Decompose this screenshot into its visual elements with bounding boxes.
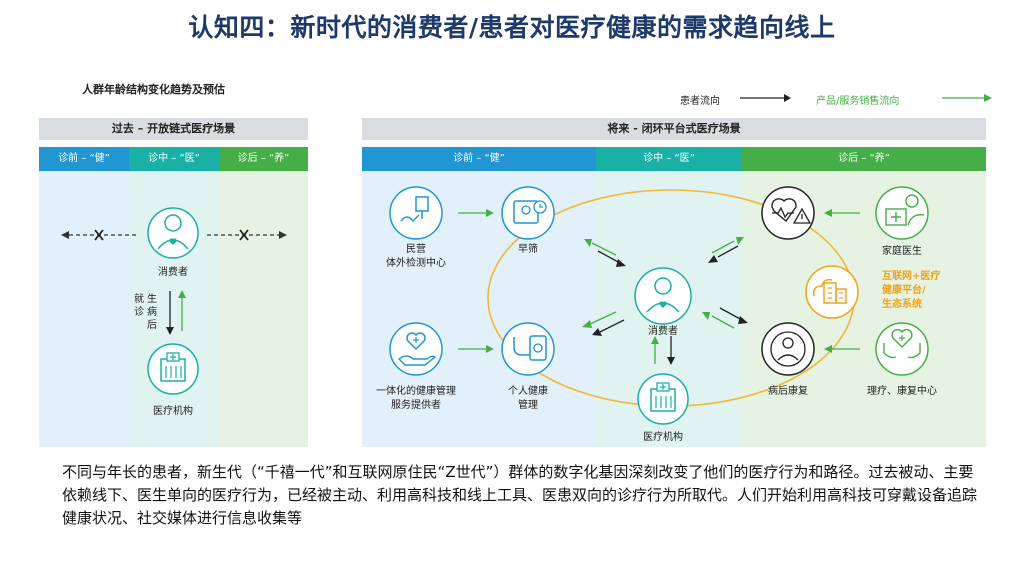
vlabel-char-1: 就 (134, 294, 144, 305)
past-consumer-label: 消费者 (158, 267, 188, 278)
vlabel-char-3: 生 (147, 294, 157, 305)
health-mgmt-label-1: 一体化的健康管理 (376, 386, 456, 397)
vlabel-char-4: 病 (147, 307, 157, 318)
past-col-pre (39, 171, 129, 447)
future-diagram (389, 186, 929, 425)
legend-black-arrow-icon (740, 94, 791, 102)
platform-label-1: 互联网+医疗 (882, 271, 941, 282)
past-institution-label: 医疗机构 (153, 406, 193, 417)
private-center-label-2: 体外检测中心 (386, 258, 446, 269)
rehab-label: 病后康复 (768, 386, 808, 397)
past-col-post (219, 171, 308, 447)
diagram-subtitle: 人群年龄结构变化趋势及预估 (82, 83, 225, 96)
health-mgmt-label-2: 服务提供者 (391, 400, 441, 411)
future-consumer-label: 消费者 (648, 326, 678, 337)
future-institution-label: 医疗机构 (643, 432, 683, 443)
future-stage-post: 诊后 – “养” (742, 147, 986, 171)
future-stage-mid: 诊中 – “医” (596, 147, 742, 171)
family-doctor-label: 家庭医生 (882, 246, 922, 257)
page-title: 认知四：新时代的消费者/患者对医疗健康的需求趋向线上 (188, 13, 836, 42)
past-stage-pre: 诊前 – “健” (39, 147, 129, 171)
past-panel-header: 过去 – 开放链式医疗场景 (39, 118, 308, 140)
personal-health-label-2: 管理 (518, 400, 538, 411)
past-diagram (61, 207, 287, 395)
description-paragraph: 不同与年长的患者，新生代（“千禧一代”和互联网原住民“Z世代”）群体的数字化基因… (62, 463, 978, 527)
past-stage-post: 诊后 – “养” (219, 147, 308, 171)
screening-label: 早筛 (518, 244, 538, 255)
private-center-label-1: 民营 (406, 244, 426, 255)
personal-health-label-1: 个人健康 (508, 386, 548, 397)
legend-green-arrow-icon (942, 94, 992, 102)
vlabel-char-5: 后 (147, 320, 157, 331)
platform-label-3: 生态系统 (882, 299, 922, 310)
legend-product-flow: 产品/服务销售流向 (816, 96, 900, 107)
vlabel-char-2: 诊 (134, 307, 144, 318)
therapy-center-label: 理疗、康复中心 (867, 386, 937, 397)
future-panel-header: 将来 - 闭环平台式医疗场景 (362, 118, 986, 140)
platform-label-2: 健康平台/ (882, 285, 926, 296)
legend-patient-flow: 患者流向 (680, 96, 720, 107)
past-stage-mid: 诊中 – “医” (129, 147, 219, 171)
future-stage-pre: 诊前 – “健” (362, 147, 596, 171)
